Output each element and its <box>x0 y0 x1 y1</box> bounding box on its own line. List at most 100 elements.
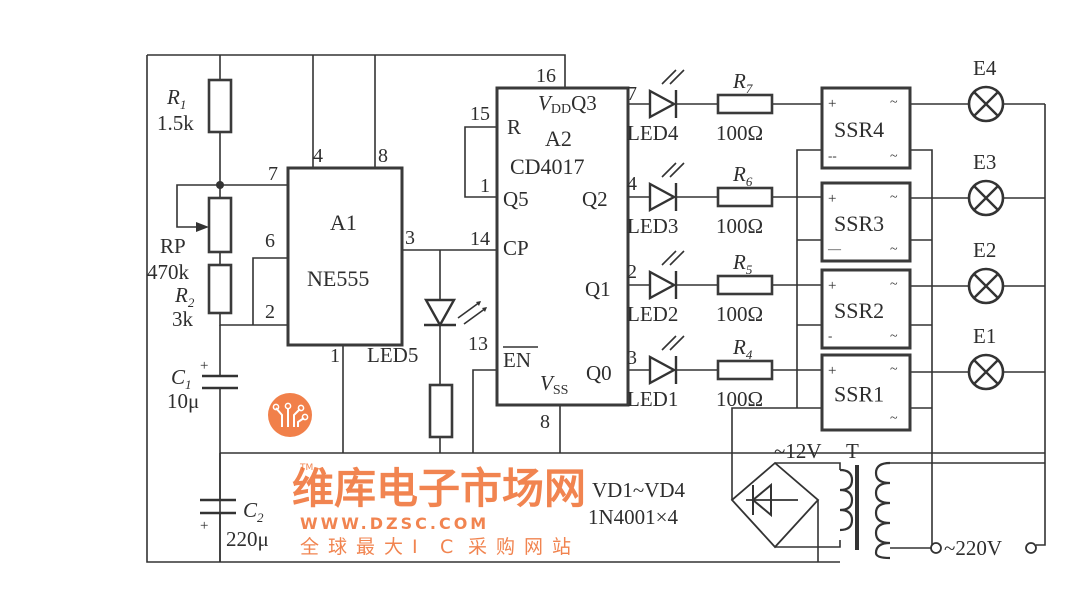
a2-q5-label: Q5 <box>503 187 529 211</box>
bridge-bottom-to-secondary <box>775 540 841 548</box>
a2-pin16: 16 <box>536 65 556 87</box>
watermark-slogan-char: 采 <box>468 536 487 558</box>
watermark-url: WWW.DZSC.COM <box>300 514 489 533</box>
r2-value: 3k <box>172 307 194 331</box>
watermark-slogan-char: 球 <box>328 536 347 558</box>
ssr-ac-out: ~ <box>890 242 898 257</box>
ssr-plus: + <box>828 278 836 294</box>
ssr-plus: + <box>828 363 836 379</box>
lamp-cross <box>973 359 999 385</box>
rp-name: RP <box>160 234 186 258</box>
a2-q2-label: Q2 <box>582 187 608 211</box>
ssr-label: SSR1 <box>834 382 884 407</box>
ssr-ac-in: ~ <box>890 362 898 377</box>
a2-pin14: 14 <box>470 228 490 250</box>
watermark-logo-icon <box>268 393 312 437</box>
mains-input: ~220V <box>930 536 1037 560</box>
led-diode-icon <box>648 88 677 120</box>
a1-part: NE555 <box>307 266 369 291</box>
ssr-ac-out: ~ <box>890 149 898 164</box>
series-resistor-value: 100Ω <box>716 302 763 326</box>
r1-value: 1.5k <box>157 111 194 135</box>
pin6-pin2-tie <box>252 257 288 325</box>
c1-polarity: + <box>200 358 208 374</box>
led-light-arrows-icon <box>661 69 685 85</box>
led5-resistor <box>428 383 454 439</box>
watermark-brand: 维库电子市场网 <box>292 464 586 513</box>
series-resistor-value: 100Ω <box>716 121 763 145</box>
mains-label: ~220V <box>944 536 1002 560</box>
top-vdd-rail <box>147 54 566 98</box>
bridge-part: 1N4001×4 <box>588 505 679 529</box>
r2: R2 3k <box>172 263 233 331</box>
a1-pin6: 6 <box>265 230 275 252</box>
ssr-body <box>820 353 912 432</box>
a1-pin3: 3 <box>405 227 415 249</box>
a2-q1-label: Q1 <box>585 277 611 301</box>
series-resistor-body <box>716 359 774 381</box>
ssr-label: SSR4 <box>834 117 884 142</box>
en-pin13-wire <box>472 369 497 453</box>
junction-dot <box>216 181 224 189</box>
ssr-ac-bus <box>910 149 933 545</box>
a2-q0-label: Q0 <box>586 361 612 385</box>
led-light-arrows-icon <box>661 335 685 351</box>
ssr-ac-out: ~ <box>890 329 898 344</box>
series-resistor-body <box>716 274 774 296</box>
ssr-plus: + <box>828 96 836 112</box>
reset-q5-loop <box>464 126 497 198</box>
watermark-slogan-char: I <box>412 536 418 558</box>
led-diode-icon <box>648 181 677 213</box>
series-resistor-name: R6 <box>732 162 753 189</box>
ssr-label: SSR3 <box>834 211 884 236</box>
led-diode-icon <box>648 354 677 386</box>
series-resistor-value: 100Ω <box>716 214 763 238</box>
transformer: ~12V T <box>774 439 891 560</box>
a2-pin7: 7 <box>627 83 637 105</box>
primary-bottom-wire <box>890 545 933 549</box>
a2-vss-label: VSS <box>540 371 568 398</box>
a2-cp-label: CP <box>503 236 529 260</box>
led-label: LED2 <box>627 302 678 326</box>
rp-wiper-arrow-icon <box>196 222 209 232</box>
c2-value: 220μ <box>226 527 269 551</box>
primary-coil-icon <box>874 461 891 560</box>
mains-terminal-left[interactable] <box>930 542 942 554</box>
ssr-body <box>820 181 912 263</box>
a2-r-label: R <box>507 115 521 139</box>
series-resistor-value: 100Ω <box>716 387 763 411</box>
ssr-bus-to-bridge <box>731 407 797 453</box>
lamp-cross <box>973 91 999 117</box>
rp-wiper-loop <box>176 184 220 228</box>
ssr-plus: + <box>828 191 836 207</box>
secondary-coil-icon <box>839 468 854 532</box>
series-resistor-name: R7 <box>732 69 753 96</box>
watermark-slogan-char: 大 <box>384 536 403 558</box>
led-label: LED4 <box>627 121 679 145</box>
led5-label: LED5 <box>367 343 418 367</box>
led-label: LED1 <box>627 387 678 411</box>
mains-terminal-right[interactable] <box>1025 542 1037 554</box>
c2-name: C2 <box>243 498 264 525</box>
watermark-slogan-char: 站 <box>552 536 571 558</box>
lamp-label: E1 <box>973 324 996 348</box>
watermark-slogan-char: 全 <box>300 536 319 558</box>
watermark-logo-traces <box>275 407 305 427</box>
ssr-ac-in: ~ <box>890 190 898 205</box>
c2: + C2 220μ <box>200 498 269 562</box>
ssr-minus-bus <box>796 149 822 408</box>
lamp-label: E3 <box>973 150 996 174</box>
ssr-body <box>820 86 912 170</box>
a1-pin1: 1 <box>330 345 340 367</box>
series-resistor-body <box>716 186 774 208</box>
watermark-slogan-char: 网 <box>524 536 543 558</box>
series-resistor-name: R4 <box>732 335 753 362</box>
watermark-logo <box>268 393 312 437</box>
a1-body <box>286 166 404 347</box>
led5-diode-icon <box>423 298 457 328</box>
r1-body <box>207 78 233 134</box>
r2-body <box>207 263 233 315</box>
